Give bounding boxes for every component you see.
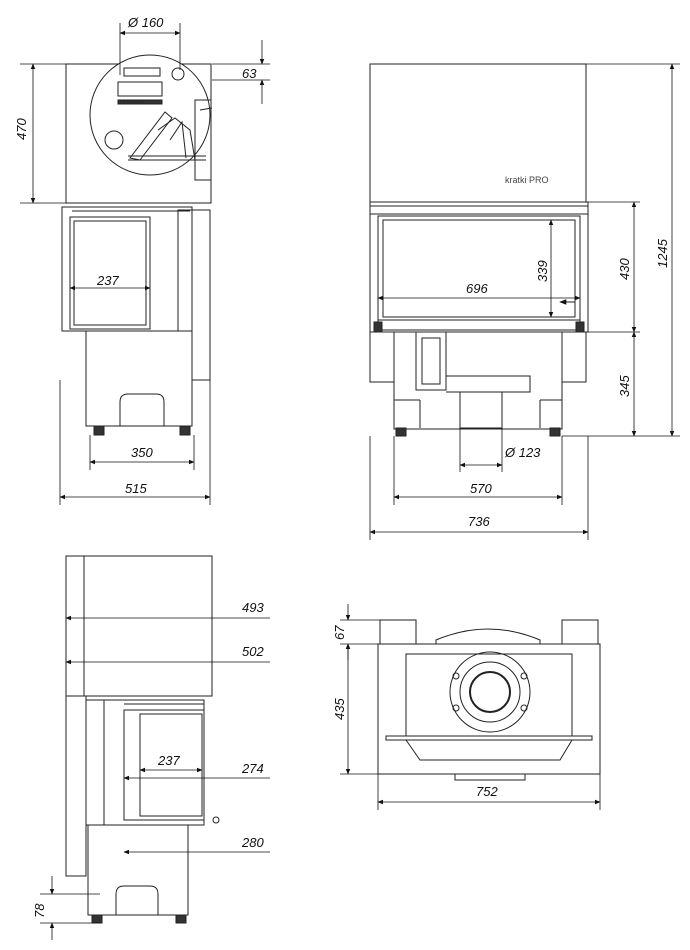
flue-port-icon: [171, 67, 185, 81]
alt-side-panel: [85, 699, 105, 826]
side-panel: [177, 209, 193, 332]
plate-text: PN-EN13229: [120, 99, 144, 104]
top-view: [377, 619, 601, 781]
alt-foot-right-icon: [175, 914, 187, 924]
side-glass-width-label: 237: [96, 273, 119, 288]
top-air-inlet: [454, 773, 526, 781]
top-flue-ring: [449, 651, 531, 733]
top-rear-box-right: [561, 619, 599, 645]
top-dimensions: [340, 604, 601, 810]
front-base: [393, 331, 563, 430]
alt-firebox: [103, 699, 205, 826]
top-width-label: 752: [476, 784, 498, 799]
alt-glass-inner: [139, 713, 203, 817]
flue-plate: [117, 81, 163, 97]
alt-base-cutout: [115, 885, 159, 915]
top-front-frame: [405, 739, 573, 761]
total-depth-label: 515: [125, 481, 147, 496]
hood-height-label: 470: [14, 118, 29, 140]
leg-width-label: 570: [470, 481, 492, 496]
alt-hood: [83, 555, 213, 697]
alt-hood-back: [65, 555, 85, 697]
flue-offset-label: 63: [242, 66, 257, 81]
side-rear-wall: [191, 209, 211, 381]
side-base: [85, 330, 193, 427]
top-inner-frame: [405, 653, 573, 737]
top-flue-hood: [435, 628, 541, 644]
base-width-label: 280: [241, 835, 264, 850]
front-foot-left-icon: [395, 427, 407, 437]
hood-depth-b-label: 502: [242, 644, 264, 659]
front-top-rail: [369, 205, 589, 215]
plate-label-strip: [117, 99, 163, 105]
front-air-duct: [446, 375, 531, 393]
glass-height-label: 339: [535, 260, 550, 282]
air-inlet-label: Ø 123: [504, 445, 541, 460]
front-right-leg: [561, 331, 587, 383]
top-flue-outlet-icon: [469, 671, 511, 713]
front-air-inlet: [459, 391, 503, 429]
front-latch-left: [373, 321, 383, 333]
frame-width-label: 274: [241, 761, 264, 776]
side-alt-view: [65, 555, 220, 924]
side-firebox: [61, 206, 193, 332]
top-bolt-icon: [452, 672, 460, 680]
front-hood: [369, 63, 587, 203]
front-dimensions: [369, 63, 680, 540]
top-bolt-icon: [520, 672, 528, 680]
body-height-label: 430: [617, 258, 632, 280]
side-glass-inner: [73, 220, 147, 326]
foot-height-label: 78: [32, 903, 47, 918]
front-foot-right-icon: [549, 427, 561, 437]
foot-left-icon: [93, 425, 105, 436]
top-bolt-icon: [452, 704, 460, 712]
base-cutout: [119, 393, 165, 426]
hood-seam: [199, 107, 213, 111]
alt-rear-wall: [65, 695, 87, 877]
top-flue-inner-ring: [459, 661, 521, 723]
air-port-icon: [104, 130, 124, 150]
top-body: [377, 643, 601, 775]
alt-latch-icon: [212, 816, 220, 824]
hood-depth-a-label: 493: [242, 600, 264, 615]
deflector-arm: [129, 111, 173, 161]
flue-diameter-label: Ø 160: [127, 15, 164, 30]
top-rail: [385, 735, 593, 741]
front-air-box-inner: [421, 337, 441, 385]
rear-height-label: 67: [332, 625, 347, 640]
alt-glass-width-label: 237: [157, 753, 180, 768]
total-width-label: 736: [468, 514, 490, 529]
front-air-box: [415, 331, 447, 391]
brand-logo: kratki PRO: [505, 175, 549, 185]
deflector-rod: [169, 120, 187, 159]
leg-spacing-label: 350: [131, 445, 153, 460]
front-bottom-rail: [377, 319, 581, 331]
top-depth-label: 435: [332, 698, 347, 720]
front-latch-right: [575, 321, 585, 333]
side-view: [61, 54, 213, 436]
front-view: [369, 63, 589, 437]
base-height-label: 345: [617, 375, 632, 397]
top-bolt-icon: [520, 704, 528, 712]
front-body: [369, 201, 589, 333]
alt-foot-left-icon: [91, 914, 103, 924]
total-height-label: 1245: [655, 238, 670, 268]
flue-collar: [123, 67, 161, 77]
top-rear-box-left: [379, 619, 417, 645]
ash-lip: [62, 330, 87, 380]
alt-glass-frame: [123, 709, 205, 821]
detail-circle: [89, 54, 211, 176]
alt-base: [87, 824, 189, 916]
side-dimensions: [20, 23, 270, 505]
front-left-leg: [369, 331, 395, 383]
foot-right-icon: [179, 425, 191, 436]
opening-width-label: 696: [466, 281, 488, 296]
side-alt-dimensions: [40, 615, 270, 940]
front-glass: [382, 219, 576, 318]
rear-flange: [194, 99, 212, 181]
